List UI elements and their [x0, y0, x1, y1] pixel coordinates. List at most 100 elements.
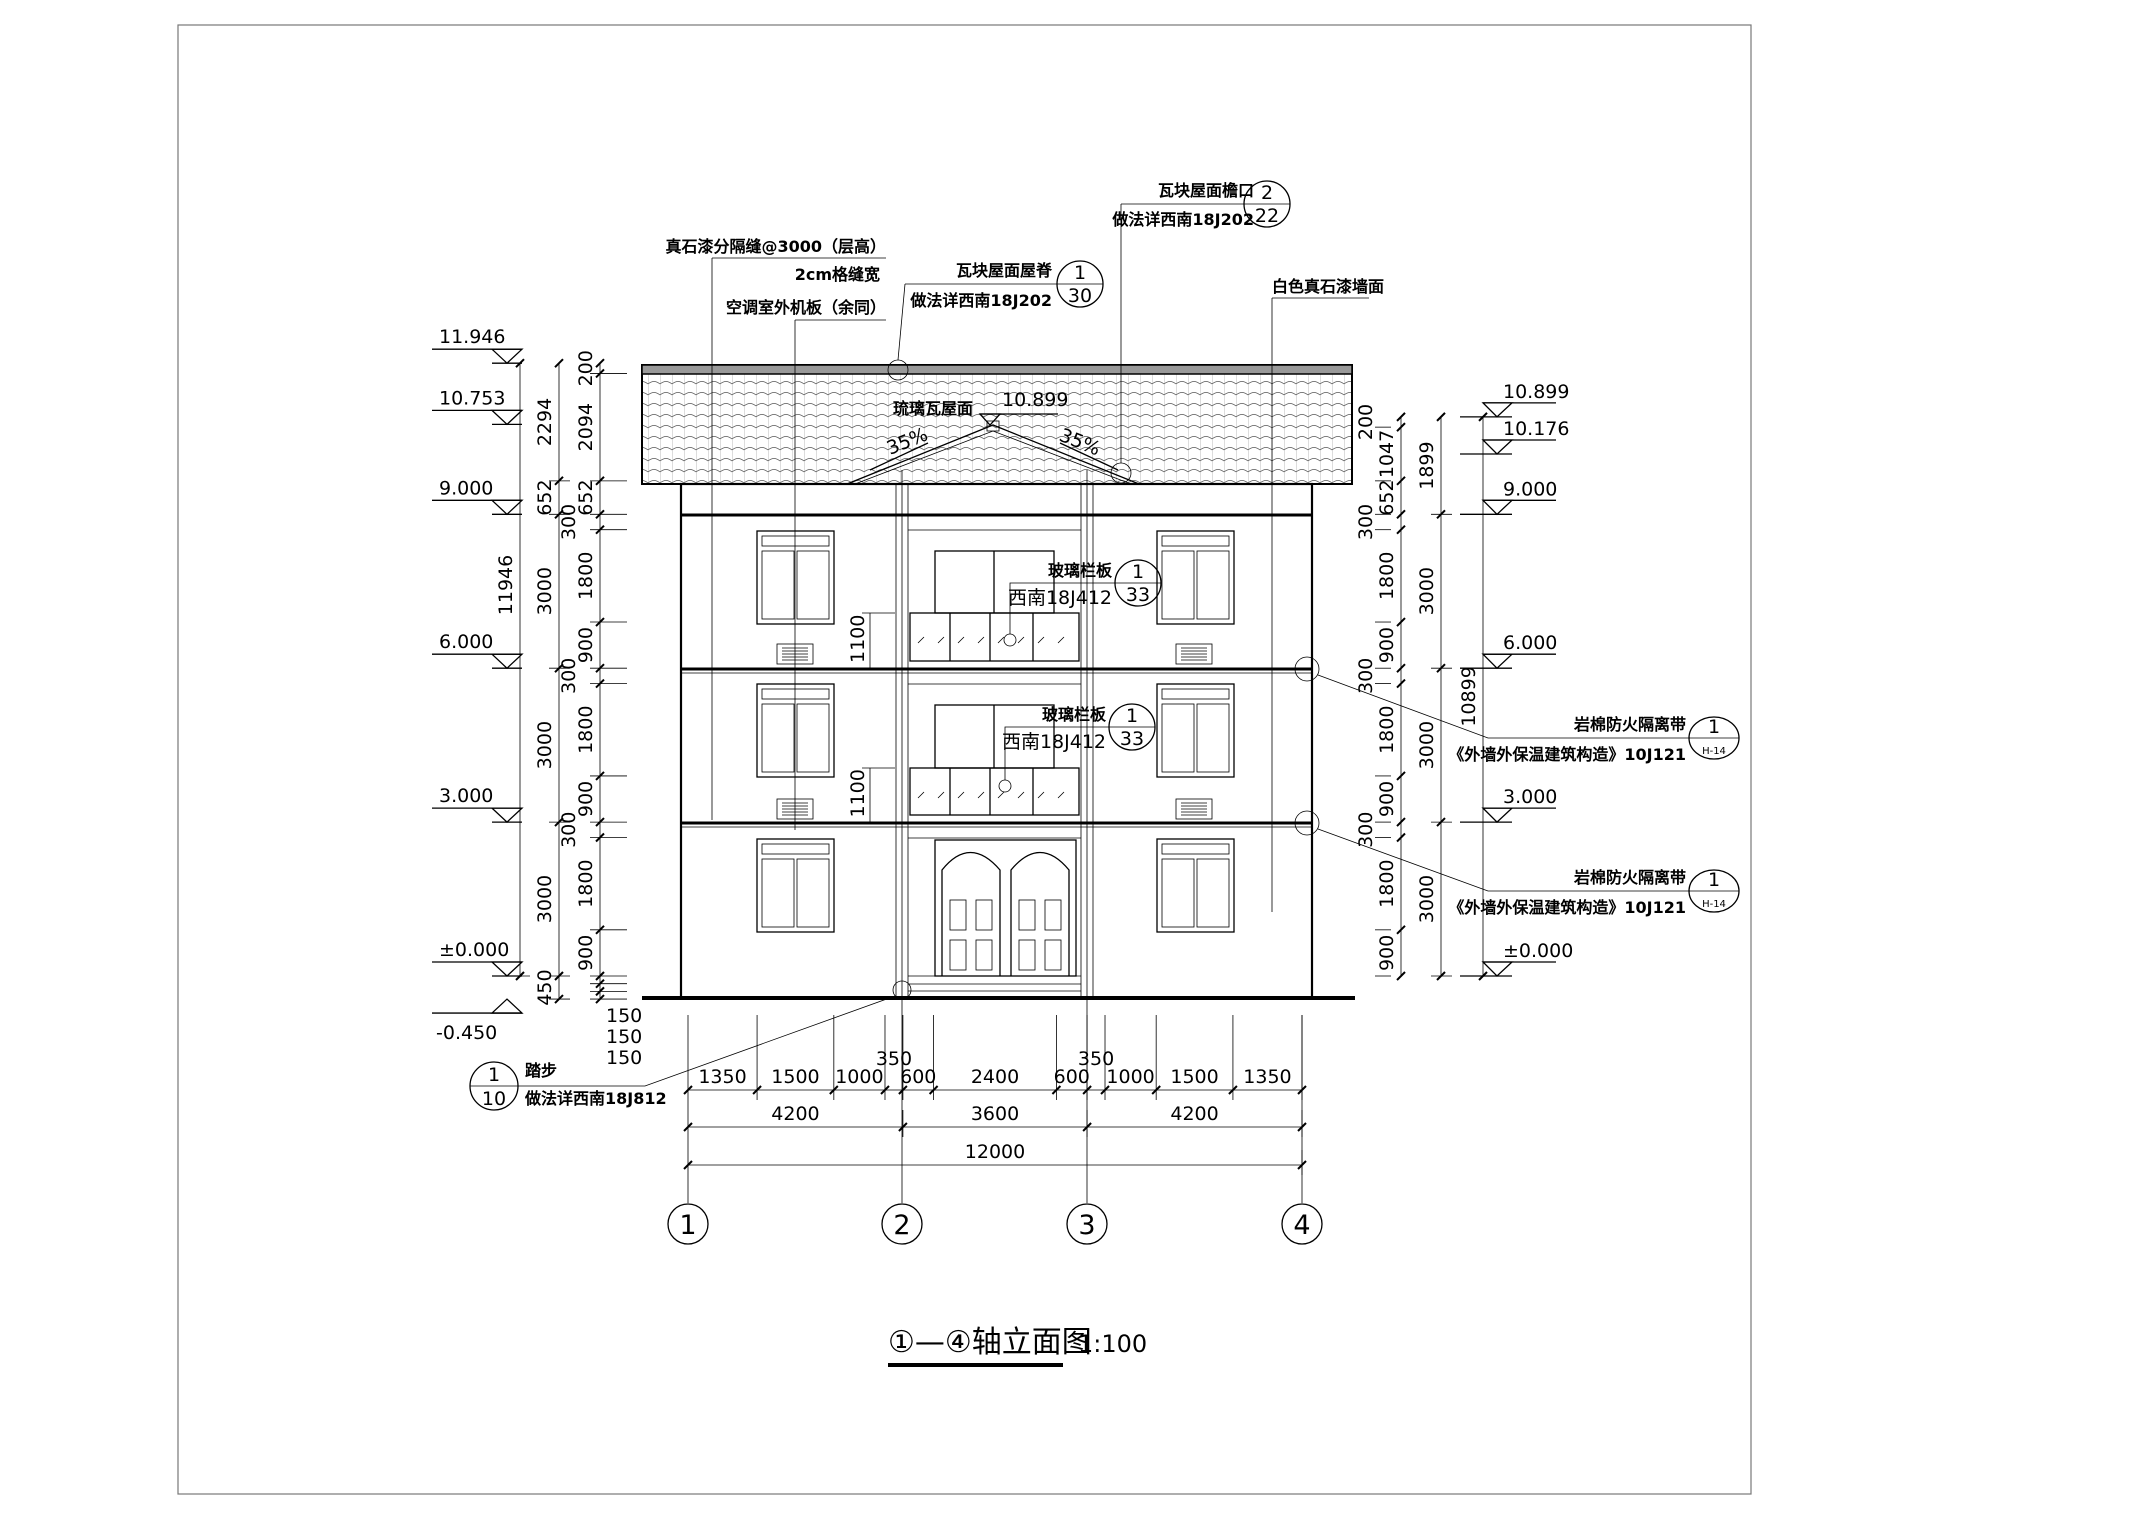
window-transom — [1161, 843, 1230, 855]
dim-tick — [1100, 1085, 1110, 1095]
drawing-title: ①—④轴立面图 1:100 — [888, 1325, 1147, 1367]
entrance-steps — [908, 975, 1081, 992]
dim-tick — [1436, 817, 1446, 827]
ac-grille — [1175, 643, 1213, 665]
note-fire-barrier-lower: 岩棉防火隔离带 《外墙外保温建筑构造》10J121 1 H-14 — [1294, 810, 1740, 917]
axis-bubble — [1281, 1203, 1323, 1245]
dim-tick — [595, 978, 605, 989]
level-mark-right: 6.000 — [1460, 632, 1557, 670]
balcony-height-label: 1100 — [847, 769, 869, 817]
level-mark-left: ±0.000 — [432, 939, 524, 977]
window-frame — [756, 838, 835, 933]
level-triangle — [490, 499, 524, 516]
dim-tick — [1396, 524, 1406, 535]
level-mark-left: -0.450 — [432, 998, 524, 1044]
window-frame — [1156, 530, 1235, 625]
dim-value: 1800 — [575, 706, 597, 754]
dim-tick — [1151, 1085, 1161, 1095]
level-value: 6.000 — [439, 631, 493, 653]
dim-tick — [595, 832, 605, 843]
dim-tick — [595, 817, 605, 827]
drawing-scale: 1:100 — [1078, 1330, 1147, 1358]
balcony: 1100 — [847, 704, 1080, 823]
note-wall-text: 白色真石漆墙面 — [1272, 277, 1384, 296]
dim-tick — [1396, 617, 1406, 627]
dim-tick — [880, 1085, 890, 1095]
glass-railing — [909, 767, 1080, 816]
window-transom — [761, 843, 830, 855]
glass-hatch — [1057, 636, 1065, 644]
window — [756, 530, 835, 625]
note-eave-ref: 做法详西南18J202 — [1111, 210, 1254, 229]
dim-tick — [928, 1085, 939, 1095]
note-railing-ref: 西南18J412 — [1002, 731, 1106, 753]
dim-tick — [1396, 771, 1406, 781]
note-fire-title: 岩棉防火隔离带 — [1573, 715, 1686, 734]
axis-label: 3 — [1078, 1210, 1095, 1241]
roof-material-label: 琉璃瓦屋面 — [893, 399, 973, 418]
dim-tick — [1297, 1160, 1307, 1170]
dim-tick — [1396, 832, 1406, 843]
dim-tick — [595, 509, 605, 520]
level-triangle — [490, 653, 524, 670]
dim-tick — [752, 1085, 762, 1095]
note-eave-page: 22 — [1255, 205, 1279, 227]
level-value: ±0.000 — [1503, 940, 1573, 962]
dim-tick — [1436, 663, 1446, 673]
dim-value: 300 — [558, 812, 580, 848]
dim-tick — [1082, 1122, 1092, 1132]
dim-tick — [683, 1160, 693, 1170]
window — [1156, 838, 1235, 933]
dim-tick — [683, 1085, 693, 1095]
dim-tick — [1436, 971, 1446, 981]
window-frame — [1156, 683, 1235, 778]
dim-value: 1800 — [1376, 706, 1398, 754]
dim-value: 150 — [606, 1047, 642, 1069]
window-transom — [761, 535, 830, 547]
note-fire-title: 岩棉防火隔离带 — [1573, 868, 1686, 887]
dim-value: 350 — [1078, 1048, 1114, 1070]
horizontal-dimension: 12000 — [683, 1141, 1307, 1175]
dim-tick — [554, 971, 564, 981]
dim-tick — [1436, 509, 1446, 520]
windows — [756, 530, 1235, 933]
level-value: 3.000 — [1503, 786, 1557, 808]
dim-value: 1350 — [1243, 1066, 1291, 1088]
note-fire-ref: 《外墙外保温建筑构造》10J121 — [1448, 898, 1686, 917]
level-triangle — [1481, 961, 1514, 977]
dim-tick — [1396, 925, 1406, 935]
dim-value: 900 — [1376, 627, 1398, 663]
level-mark-right: 9.000 — [1460, 478, 1557, 516]
glass-hatch — [1037, 636, 1045, 644]
glass-hatch — [957, 636, 965, 644]
glass-hatch — [1017, 636, 1025, 644]
note-joint: 真石漆分隔缝@3000（层高） 2cm格缝宽 — [665, 237, 886, 820]
glass-hatch — [917, 791, 925, 799]
level-marks: 11.94610.7539.0006.0003.000±0.000-0.4501… — [432, 326, 1573, 1044]
ac-unit-board — [1175, 643, 1213, 665]
dim-tick — [898, 1085, 908, 1095]
window-frame — [756, 530, 835, 625]
dim-tick — [595, 524, 605, 535]
dim-tick — [595, 986, 605, 997]
dim-tick — [554, 663, 564, 673]
dim-tick — [1297, 1085, 1307, 1095]
level-triangle — [490, 998, 524, 1014]
dim-tick — [595, 476, 605, 486]
note-step-num: 1 — [488, 1064, 500, 1086]
level-mark-left: 9.000 — [432, 477, 524, 516]
window-frame — [756, 683, 835, 778]
note-step-ref: 做法详西南18J812 — [524, 1089, 667, 1108]
note-step-page: 10 — [482, 1088, 506, 1110]
level-mark-right: 10.899 — [1460, 381, 1569, 418]
note-ac-board-text: 空调室外机板（余同） — [726, 298, 886, 317]
dim-value: 3000 — [534, 567, 556, 615]
dim-value: 3000 — [534, 721, 556, 769]
dim-value: 4200 — [1170, 1103, 1218, 1125]
note-joint-width: 2cm格缝宽 — [795, 265, 880, 284]
axis-bubble — [1066, 1203, 1108, 1245]
dim-value: 2400 — [971, 1066, 1019, 1088]
